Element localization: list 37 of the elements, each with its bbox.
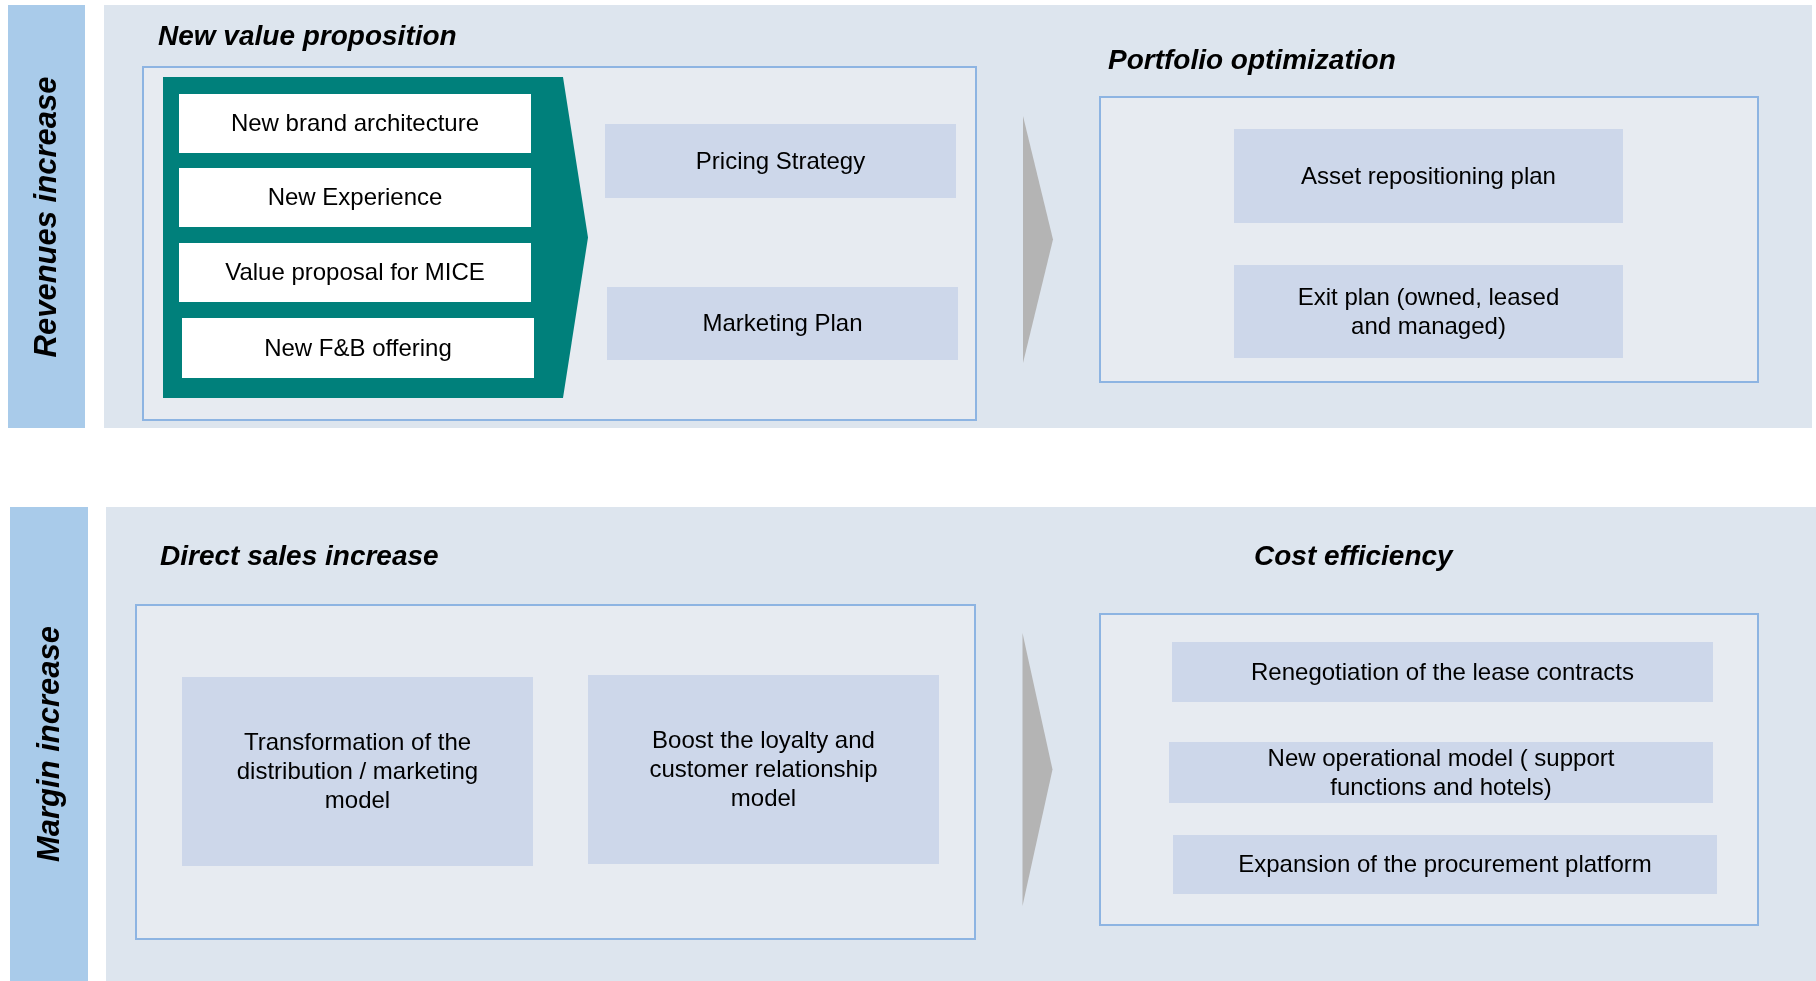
- process-box: [179, 168, 531, 227]
- group-heading: New value proposition: [158, 20, 457, 52]
- process-box: [1172, 642, 1713, 702]
- box-label: New operational model ( support functions and hotels): [1266, 743, 1616, 802]
- process-box: [182, 677, 533, 866]
- box-label: Marketing Plan: [702, 309, 863, 338]
- box-label: Pricing Strategy: [695, 146, 866, 176]
- panel-background: [104, 5, 1812, 428]
- band-label: Revenues increase: [28, 76, 65, 357]
- process-box: [1169, 742, 1713, 803]
- process-box: [1234, 265, 1623, 358]
- process-box: [1234, 129, 1623, 223]
- process-box: [607, 287, 958, 360]
- box-label: Transformation of the distribution / marketing model: [235, 728, 480, 815]
- group-heading: Cost efficiency: [1254, 540, 1453, 572]
- box-label: Value proposal for MICE: [225, 258, 485, 287]
- box-label: Asset repositioning plan: [1301, 161, 1556, 191]
- side-band: [10, 507, 88, 981]
- process-box: [1173, 835, 1717, 894]
- box-label: Boost the loyalty and customer relationship model: [648, 726, 879, 813]
- box-label: Expansion of the procurement platform: [1238, 850, 1652, 879]
- group-heading: Direct sales increase: [160, 540, 439, 572]
- process-box: [179, 243, 531, 302]
- box-label: Renegotiation of the lease contracts: [1251, 657, 1634, 687]
- process-box: [588, 675, 939, 864]
- box-label: New Experience: [267, 183, 443, 212]
- box-label: New brand architecture: [230, 109, 480, 138]
- chevron-arrow: [1023, 116, 1053, 363]
- panel-background: [106, 507, 1816, 981]
- process-box: [182, 318, 534, 378]
- side-band: [8, 5, 85, 428]
- band-label: Margin increase: [31, 626, 67, 862]
- box-label: Exit plan (owned, leased and managed): [1296, 282, 1561, 341]
- process-box: [605, 124, 956, 198]
- box-label: New F&B offering: [264, 333, 452, 363]
- group-heading: Portfolio optimization: [1108, 44, 1396, 76]
- process-box: [179, 94, 531, 153]
